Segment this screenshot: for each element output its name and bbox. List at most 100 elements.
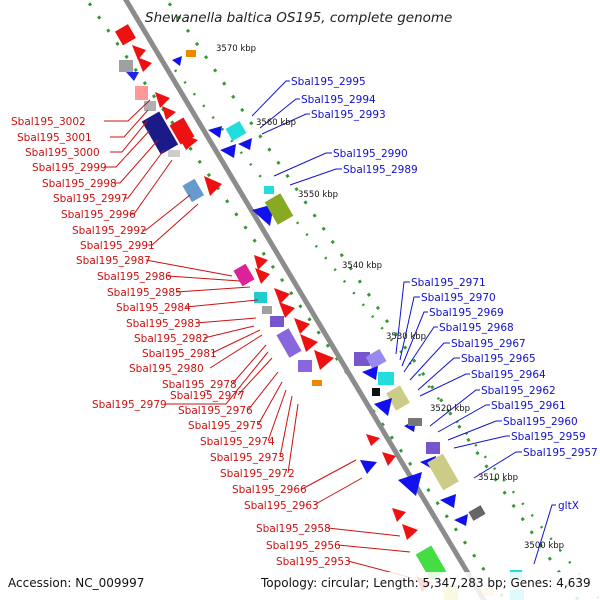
- gene-arrow: [172, 56, 182, 66]
- gene-arrow: [132, 45, 146, 60]
- gene-arrow: [274, 288, 290, 304]
- gene-label: Sbal195_2961: [491, 400, 566, 412]
- right-gene-labels: Sbal195_2995 Sbal195_2994 Sbal195_2993 S…: [291, 76, 598, 512]
- gene-arrow: [300, 334, 318, 352]
- gene-label: Sbal195_2965: [461, 353, 536, 365]
- gene-arrow: [208, 126, 222, 138]
- gene-block: [468, 505, 486, 521]
- gene-arrow: [162, 106, 176, 120]
- gene-label: Sbal195_2971: [411, 277, 486, 289]
- gene-label: Sbal195_2967: [451, 338, 526, 350]
- gene-block: [119, 60, 133, 72]
- tick-label: 3520 kbp: [430, 404, 470, 414]
- gene-arrow: [440, 494, 456, 508]
- gene-block: [264, 193, 294, 225]
- left-gene-labels: Sbal195_3002 Sbal195_3001 Sbal195_3000 S…: [11, 116, 351, 568]
- gene-label: Sbal195_2986: [97, 271, 172, 283]
- gene-label: Sbal195_2983: [126, 318, 201, 330]
- gene-blocks: [114, 24, 458, 600]
- gene-label: Sbal195_2956: [266, 540, 341, 552]
- gene-arrow: [204, 176, 222, 196]
- gene-arrow: [176, 132, 198, 150]
- gene-block: [168, 150, 180, 157]
- gene-blocks-right: [172, 50, 524, 600]
- inner-tick-track-1: [165, 0, 580, 600]
- tick-label: 3570 kbp: [216, 44, 256, 54]
- gene-block: [408, 418, 422, 426]
- gene-block: [182, 178, 205, 203]
- gene-arrow: [238, 138, 252, 150]
- gene-label: Sbal195_3000: [25, 147, 100, 159]
- gene-label: Sbal195_2999: [32, 162, 107, 174]
- gene-label: Sbal195_2993: [311, 109, 386, 121]
- gene-label: Sbal195_3001: [17, 132, 92, 144]
- summary-text: Topology: circular; Length: 5,347,283 bp…: [260, 576, 591, 590]
- gene-label: Sbal195_2976: [178, 405, 253, 417]
- gene-block: [415, 545, 447, 581]
- gene-label: Sbal195_2968: [439, 322, 514, 334]
- gene-label: Sbal195_2995: [291, 76, 366, 88]
- gene-arrow: [137, 57, 152, 72]
- gene-block: [135, 86, 148, 100]
- gene-block: [312, 380, 322, 386]
- gene-block: [298, 360, 312, 372]
- gene-arrow: [392, 508, 406, 522]
- gene-block: [270, 316, 284, 327]
- gene-arrow: [360, 460, 377, 474]
- gene-label: gltX: [558, 500, 579, 512]
- gene-label: Sbal195_2985: [107, 287, 182, 299]
- footer-backdrop: [0, 572, 600, 600]
- gene-block: [264, 186, 274, 194]
- tick-label: 3500 kbp: [524, 541, 564, 551]
- gene-label: Sbal195_2984: [116, 302, 191, 314]
- gene-arrow: [255, 268, 270, 284]
- gene-label: Sbal195_2978: [162, 379, 237, 391]
- gene-arrow: [279, 302, 295, 318]
- gene-label: Sbal195_2989: [343, 164, 418, 176]
- gene-block: [426, 442, 440, 454]
- tick-label: 3540 kbp: [342, 261, 382, 271]
- gene-arrow: [314, 350, 334, 370]
- gene-label: Sbal195_2959: [511, 431, 586, 443]
- gene-block: [141, 111, 179, 155]
- gene-block: [372, 388, 380, 396]
- genome-backbone: [123, 0, 487, 600]
- gene-label: Sbal195_2962: [481, 385, 556, 397]
- gene-label: Sbal195_3002: [11, 116, 86, 128]
- tick-label: 3550 kbp: [298, 190, 338, 200]
- gene-label: Sbal195_2981: [142, 348, 217, 360]
- gene-label: Sbal195_2997: [53, 193, 128, 205]
- accession-text: Accession: NC_009997: [8, 576, 144, 590]
- tick-label: 3510 kbp: [478, 473, 518, 483]
- gene-arrow: [398, 472, 422, 496]
- gene-arrow: [402, 524, 418, 540]
- gene-label: Sbal195_2990: [333, 148, 408, 160]
- gene-block: [378, 372, 394, 385]
- gene-arrow: [294, 318, 310, 334]
- gene-block: [365, 348, 387, 370]
- gene-block: [354, 352, 370, 366]
- gene-arrow: [252, 204, 274, 226]
- gene-block: [254, 292, 267, 303]
- gene-block: [386, 385, 410, 411]
- gene-arrow: [126, 72, 139, 81]
- gene-arrow: [155, 92, 170, 108]
- gene-block: [427, 453, 459, 491]
- gene-label: Sbal195_2973: [210, 452, 285, 464]
- gene-arrow: [220, 144, 236, 158]
- gene-arrow: [254, 255, 268, 270]
- gene-block: [262, 306, 272, 314]
- gene-label: Sbal195_2987: [76, 255, 151, 267]
- gene-arrow: [366, 434, 380, 446]
- gene-block: [114, 24, 136, 46]
- gene-arrow: [362, 366, 378, 380]
- gene-label: Sbal195_2975: [188, 420, 263, 432]
- gene-label: Sbal195_2994: [301, 94, 376, 106]
- gene-label: Sbal195_2963: [244, 500, 319, 512]
- tick-label: 3560 kbp: [256, 118, 296, 128]
- map-title: Shewanella baltica OS195, complete genom…: [145, 10, 452, 26]
- gene-label: Sbal195_2974: [200, 436, 275, 448]
- gene-block: [233, 263, 255, 287]
